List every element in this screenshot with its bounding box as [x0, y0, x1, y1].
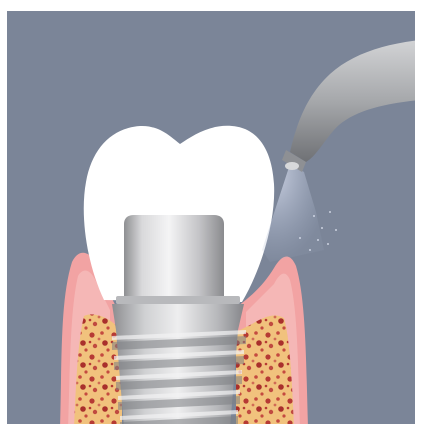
bone-left	[74, 314, 122, 428]
implant-abutment-icon	[124, 215, 224, 300]
implant-screw-icon	[112, 304, 246, 428]
